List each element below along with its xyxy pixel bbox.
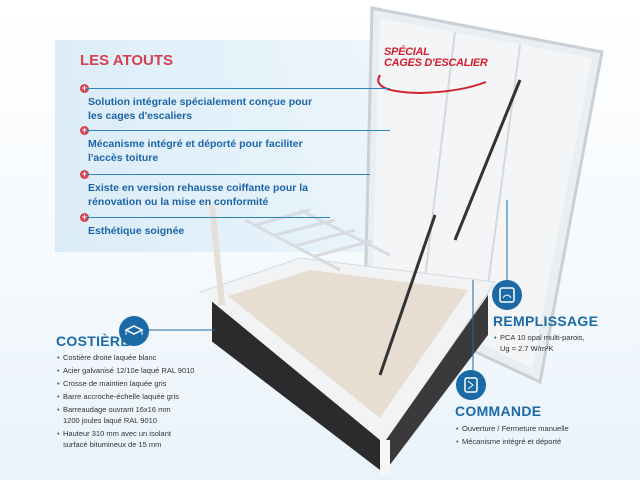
atout-text: Existe en version rehausse coiffante pou… [88, 182, 308, 208]
plus-icon: + [80, 125, 89, 135]
atout-text: Mécanisme intégré et déporté pour facili… [88, 138, 303, 164]
list-item: Ouverture / Fermeture manuelle [456, 423, 636, 434]
list-item: Barre accroche-échelle laquée gris [57, 391, 217, 402]
atout-text: Esthétique soignée [88, 225, 185, 237]
atout-text: Solution intégrale spécialement conçue p… [88, 96, 313, 122]
curb-front-right [386, 295, 488, 470]
list-item: Crosse de maintien laquée gris [57, 378, 217, 389]
list-item: Mécanisme intégré et déporté [456, 436, 636, 447]
plus-icon: + [80, 212, 89, 222]
remplissage-list: PCA 10 opal multi-parois, Ug = 2.7 W/m²K [494, 332, 594, 354]
list-item: Costière droite laquée blanc [57, 352, 217, 363]
support-post [209, 204, 225, 306]
badge-line2: CAGES D'ESCALIER [384, 57, 488, 69]
frame-icon [119, 316, 149, 346]
list-item: Acier galvanisé 12/10e laqué RAL 9010 [57, 365, 217, 376]
list-item: Hauteur 310 mm avec un isolant surfacé b… [57, 428, 183, 450]
curb-opening [228, 270, 468, 418]
special-badge: SPÉCIAL CAGES D'ESCALIER [384, 47, 488, 69]
badge-line1: SPÉCIAL [384, 46, 430, 58]
remplissage-title: REMPLISSAGE [493, 313, 599, 329]
gas-strut [378, 214, 437, 376]
advantages-panel [55, 40, 385, 252]
plus-icon: + [80, 83, 89, 93]
atouts-title: LES ATOUTS [80, 52, 174, 69]
commande-list: Ouverture / Fermeture manuelle Mécanisme… [456, 423, 636, 447]
costiere-title: COSTIÈRE [56, 333, 130, 349]
commande-title: COMMANDE [455, 403, 542, 419]
costiere-list: Costière droite laquée blanc Acier galva… [57, 352, 217, 450]
curb-front-left [210, 300, 380, 470]
plus-icon: + [80, 169, 89, 179]
mechanism-icon [456, 370, 486, 400]
panel-icon [492, 280, 522, 310]
list-item: Barreaudage ouvrant 16x16 mm 1200 joules… [57, 404, 178, 426]
list-item: PCA 10 opal multi-parois, Ug = 2.7 W/m²K [494, 332, 594, 354]
